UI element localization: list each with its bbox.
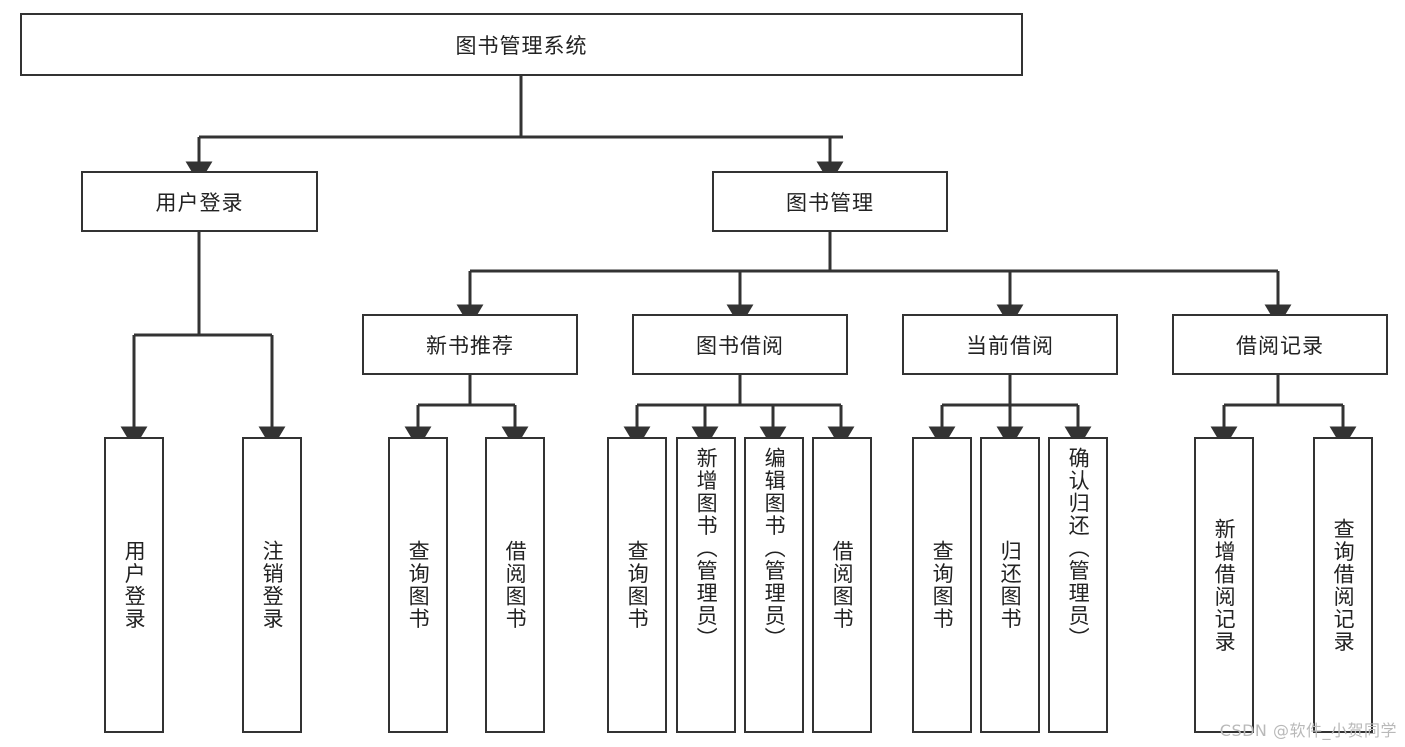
node-current-borrow-label: 当前借阅 xyxy=(966,333,1054,358)
leaf-cb-return-book-label: 归还图书 xyxy=(998,540,1023,630)
leaf-nb-query-book[interactable]: 查询图书 xyxy=(388,437,448,733)
leaf-cb-return-book[interactable]: 归还图书 xyxy=(980,437,1040,733)
leaf-cb-confirm-return[interactable]: 确认归还（管理员） xyxy=(1048,437,1108,733)
leaf-cb-confirm-return-label: 确认归还（管理员） xyxy=(1066,447,1091,650)
leaf-logout[interactable]: 注销登录 xyxy=(242,437,302,733)
node-current-borrow[interactable]: 当前借阅 xyxy=(902,314,1118,375)
leaf-bb-edit-book-label: 编辑图书（管理员） xyxy=(762,447,787,650)
node-borrow-record[interactable]: 借阅记录 xyxy=(1172,314,1388,375)
leaf-cb-query-book[interactable]: 查询图书 xyxy=(912,437,972,733)
leaf-cb-query-book-label: 查询图书 xyxy=(930,540,955,630)
leaf-logout-label: 注销登录 xyxy=(260,540,285,630)
leaf-br-query-record-label: 查询借阅记录 xyxy=(1331,517,1356,653)
leaf-br-add-record-label: 新增借阅记录 xyxy=(1212,517,1237,653)
node-book-manage[interactable]: 图书管理 xyxy=(712,171,948,232)
leaf-bb-borrow-book-label: 借阅图书 xyxy=(830,540,855,630)
leaf-user-login[interactable]: 用户登录 xyxy=(104,437,164,733)
node-book-borrow[interactable]: 图书借阅 xyxy=(632,314,848,375)
leaf-nb-borrow-book-label: 借阅图书 xyxy=(503,540,528,630)
node-root-label: 图书管理系统 xyxy=(455,33,588,58)
node-new-book-recommend[interactable]: 新书推荐 xyxy=(362,314,578,375)
leaf-nb-borrow-book[interactable]: 借阅图书 xyxy=(485,437,545,733)
leaf-bb-borrow-book[interactable]: 借阅图书 xyxy=(812,437,872,733)
leaf-br-query-record[interactable]: 查询借阅记录 xyxy=(1313,437,1373,733)
watermark-text: CSDN @软件_小贺同学 xyxy=(1219,721,1397,740)
leaf-bb-add-book[interactable]: 新增图书（管理员） xyxy=(676,437,736,733)
leaf-bb-edit-book[interactable]: 编辑图书（管理员） xyxy=(744,437,804,733)
leaf-bb-query-book-label: 查询图书 xyxy=(625,540,650,630)
leaf-br-add-record[interactable]: 新增借阅记录 xyxy=(1194,437,1254,733)
node-book-borrow-label: 图书借阅 xyxy=(696,333,784,358)
node-user-login[interactable]: 用户登录 xyxy=(81,171,318,232)
leaf-user-login-label: 用户登录 xyxy=(122,540,147,630)
leaf-bb-add-book-label: 新增图书（管理员） xyxy=(694,447,719,650)
node-new-book-recommend-label: 新书推荐 xyxy=(426,333,514,358)
node-root[interactable]: 图书管理系统 xyxy=(20,13,1023,76)
node-borrow-record-label: 借阅记录 xyxy=(1236,333,1324,358)
node-book-manage-label: 图书管理 xyxy=(786,190,874,215)
node-user-login-label: 用户登录 xyxy=(155,190,244,215)
leaf-bb-query-book[interactable]: 查询图书 xyxy=(607,437,667,733)
leaf-nb-query-book-label: 查询图书 xyxy=(406,540,431,630)
